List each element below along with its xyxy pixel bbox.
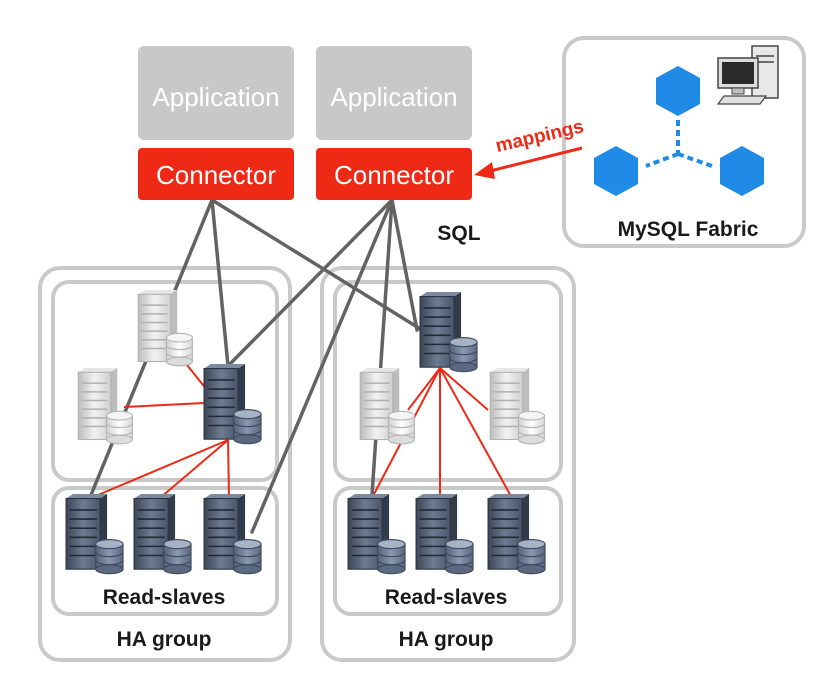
read-slaves-label: Read-slaves (103, 586, 226, 609)
master-pool-right (333, 280, 563, 482)
mysql-fabric-box: MySQL Fabric (562, 36, 806, 248)
mysql-fabric-label: MySQL Fabric (618, 218, 759, 241)
fabric-links (645, 120, 713, 168)
server-icon (347, 493, 406, 575)
server-icon (419, 291, 478, 373)
application-label: Application (330, 82, 457, 112)
mappings-arrow: mappings (474, 116, 586, 179)
sql-label: SQL (437, 222, 480, 245)
server-icon (203, 363, 262, 445)
application-box: Application (138, 46, 294, 140)
server-icon (489, 367, 546, 445)
server-icon (415, 493, 474, 575)
server-icon (137, 289, 194, 367)
server-icon (487, 493, 546, 575)
connector-box: Connector (316, 148, 472, 200)
read-slaves-pool-left (51, 486, 279, 616)
server-icon (77, 367, 134, 445)
ha-group-left (38, 266, 292, 662)
ha-group-right (320, 266, 576, 662)
connection-lines (89, 198, 424, 534)
ha-group-label: HA group (117, 628, 212, 651)
connector-label: Connector (334, 160, 454, 190)
application-label: Application (152, 82, 279, 112)
computer-icon (716, 45, 779, 105)
read-slaves-label: Read-slaves (385, 586, 508, 609)
master-pool-left (51, 280, 279, 482)
ha-group-label: HA group (399, 628, 494, 651)
server-icon (203, 493, 262, 575)
connector-label: Connector (156, 160, 276, 190)
server-icon (133, 493, 192, 575)
hexagon-icon (720, 146, 764, 196)
hexagon-icon (594, 146, 638, 196)
connector-box: Connector (138, 148, 294, 200)
hexagon-icon (656, 66, 700, 116)
server-icon (65, 493, 124, 575)
read-slaves-pool-right (333, 486, 563, 616)
server-icon (359, 367, 416, 445)
application-box: Application (316, 46, 472, 140)
